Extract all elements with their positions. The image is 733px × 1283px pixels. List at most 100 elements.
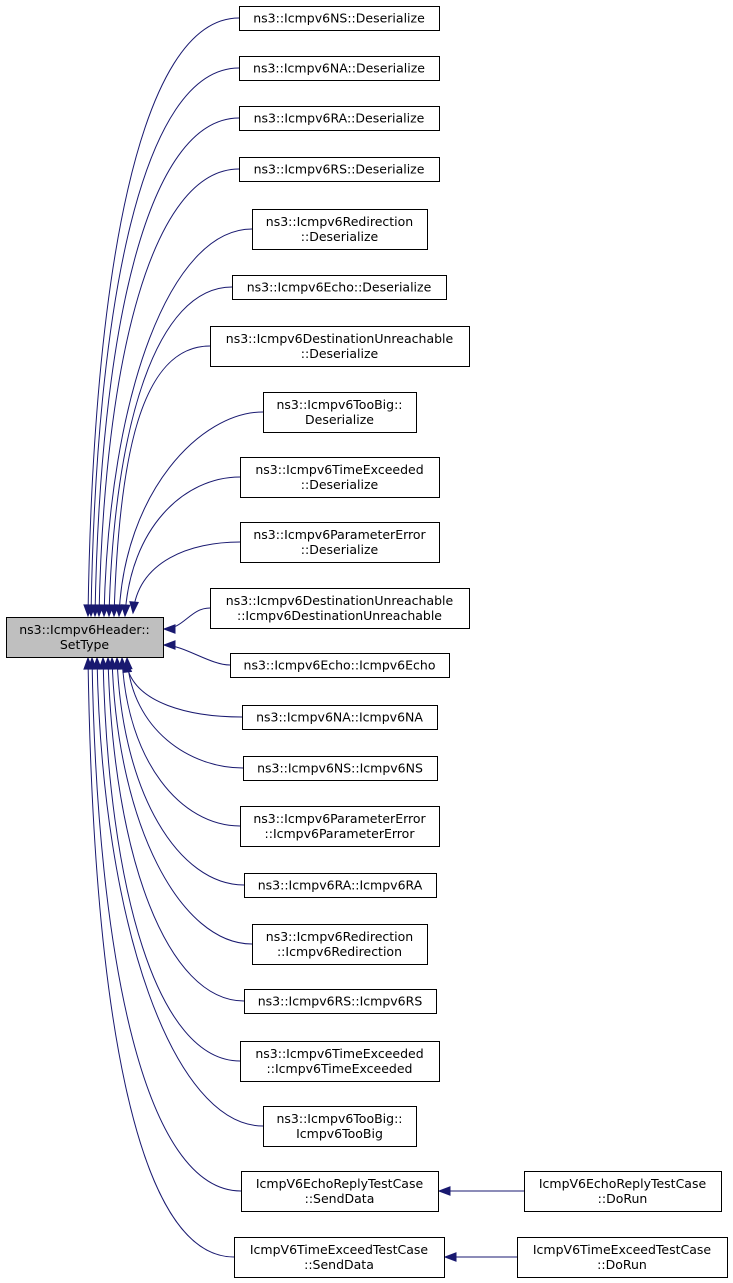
node-box (252, 209, 428, 250)
arrow-head (120, 604, 131, 618)
edge-timeex-ctor (102, 657, 241, 1062)
node-label: ns3::Icmpv6Echo::Icmpv6Echo (244, 658, 436, 673)
node-box (239, 157, 440, 182)
node-label: ::DoRun (597, 1257, 647, 1272)
node-box (244, 873, 437, 898)
node-label: IcmpV6EchoReplyTestCase (256, 1176, 424, 1191)
node-echo-deser[interactable]: ns3::Icmpv6Echo::Deserialize (232, 275, 447, 300)
edge-echo-deser (108, 286, 233, 617)
node-label: ns3::Icmpv6Echo::Deserialize (247, 280, 432, 295)
node-echoreply-send[interactable]: IcmpV6EchoReplyTestCase::SendData (241, 1171, 439, 1212)
node-box (240, 806, 440, 847)
node-box (263, 1106, 417, 1147)
node-ns-deser[interactable]: ns3::Icmpv6NS::Deserialize (239, 6, 440, 31)
node-timeex-deser[interactable]: ns3::Icmpv6TimeExceeded::Deserialize (240, 457, 440, 498)
node-box (210, 588, 470, 629)
node-label: IcmpV6TimeExceedTestCase (250, 1242, 429, 1257)
node-label: IcmpV6EchoReplyTestCase (539, 1176, 707, 1191)
node-box (240, 457, 440, 498)
node-box (239, 106, 440, 131)
node-label: ns3::Icmpv6NS::Icmpv6NS (257, 761, 423, 776)
node-box (243, 756, 438, 781)
node-label: ns3::Icmpv6TimeExceeded (255, 1046, 423, 1061)
node-timeexceed-run[interactable]: IcmpV6TimeExceedTestCase::DoRun (517, 1237, 728, 1278)
edge-dest-deser (113, 345, 211, 617)
node-label: ns3::Icmpv6ParameterError (253, 811, 426, 826)
node-echo-ctor[interactable]: ns3::Icmpv6Echo::Icmpv6Echo (230, 653, 450, 678)
edge-ns-ctor (126, 657, 244, 769)
node-label: ns3::Icmpv6NS::Deserialize (253, 11, 425, 26)
node-box (239, 6, 440, 31)
node-box (241, 1171, 439, 1212)
node-label: SetType (60, 637, 110, 652)
node-redir-deser[interactable]: ns3::Icmpv6Redirection::Deserialize (252, 209, 428, 250)
node-toobig-ctor[interactable]: ns3::Icmpv6TooBig::Icmpv6TooBig (263, 1106, 417, 1147)
node-box (239, 56, 440, 81)
node-label: ns3::Icmpv6Header:: (19, 622, 150, 637)
arrow-head (98, 656, 109, 670)
edge-paramerr-ctor (121, 657, 241, 827)
node-redir-ctor[interactable]: ns3::Icmpv6Redirection::Icmpv6Redirectio… (252, 924, 428, 965)
node-label: ::Icmpv6Redirection (277, 944, 402, 959)
node-na-ctor[interactable]: ns3::Icmpv6NA::Icmpv6NA (242, 705, 438, 730)
node-box (517, 1237, 728, 1278)
node-label: ns3::Icmpv6DestinationUnreachable (226, 331, 454, 346)
node-box (242, 705, 438, 730)
node-ns-ctor[interactable]: ns3::Icmpv6NS::Icmpv6NS (243, 756, 438, 781)
edge-ra-deser (94, 117, 240, 617)
edge-na-ctor (125, 660, 243, 718)
node-root[interactable]: ns3::Icmpv6Header::SetType (6, 617, 164, 658)
node-ra-deser[interactable]: ns3::Icmpv6RA::Deserialize (239, 106, 440, 131)
node-box (240, 522, 440, 563)
node-label: ::SendData (305, 1191, 375, 1206)
node-label: ::Deserialize (301, 229, 379, 244)
node-label: ::Icmpv6TimeExceeded (267, 1061, 413, 1076)
node-timeex-ctor[interactable]: ns3::Icmpv6TimeExceeded::Icmpv6TimeExcee… (240, 1041, 440, 1082)
node-label: ns3::Icmpv6RS::Icmpv6RS (258, 994, 423, 1009)
node-na-deser[interactable]: ns3::Icmpv6NA::Deserialize (239, 56, 440, 81)
node-rs-deser[interactable]: ns3::Icmpv6RS::Deserialize (239, 157, 440, 182)
edge-timeexceed-send (87, 657, 235, 1258)
edge-redir-ctor (111, 657, 253, 945)
node-label: IcmpV6TimeExceedTestCase (533, 1242, 712, 1257)
node-box (210, 326, 470, 367)
edge-rs-deser (98, 168, 240, 617)
node-label: ns3::Icmpv6TooBig:: (276, 1111, 402, 1126)
node-label: ns3::Icmpv6RS::Deserialize (254, 162, 425, 177)
node-label: ::SendData (304, 1257, 374, 1272)
node-box (244, 989, 437, 1014)
node-label: ::Deserialize (301, 346, 379, 361)
node-label: ::DoRun (598, 1191, 648, 1206)
edge-echoreply-send (91, 657, 242, 1192)
node-label: ns3::Icmpv6ParameterError (253, 527, 426, 542)
node-box (230, 653, 450, 678)
node-rs-ctor[interactable]: ns3::Icmpv6RS::Icmpv6RS (244, 989, 437, 1014)
edge-redir-deser (103, 228, 253, 617)
node-dest-ctor[interactable]: ns3::Icmpv6DestinationUnreachable::Icmpv… (210, 588, 470, 629)
node-box (234, 1237, 445, 1278)
arrow-head (443, 1252, 457, 1262)
node-timeexceed-send[interactable]: IcmpV6TimeExceedTestCase::SendData (234, 1237, 445, 1278)
arrow-head (437, 1186, 451, 1196)
node-echoreply-run[interactable]: IcmpV6EchoReplyTestCase::DoRun (524, 1171, 722, 1212)
node-toobig-deser[interactable]: ns3::Icmpv6TooBig::Deserialize (263, 392, 417, 433)
node-ra-ctor[interactable]: ns3::Icmpv6RA::Icmpv6RA (244, 873, 437, 898)
edge-timeex-deser (124, 476, 241, 617)
edge-ra-ctor (116, 657, 245, 886)
arrow-head (162, 640, 176, 650)
node-label: ::Icmpv6DestinationUnreachable (237, 608, 442, 623)
call-nodes: ns3::Icmpv6Header::SetTypens3::Icmpv6NS:… (6, 6, 728, 1278)
node-label: ns3::Icmpv6TimeExceeded (255, 462, 423, 477)
arrow-head (114, 604, 125, 618)
node-paramerr-ctor[interactable]: ns3::Icmpv6ParameterError::Icmpv6Paramet… (240, 806, 440, 847)
node-paramerr-deser[interactable]: ns3::Icmpv6ParameterError::Deserialize (240, 522, 440, 563)
arrow-head (162, 624, 176, 634)
node-label: ns3::Icmpv6Redirection (266, 214, 413, 229)
node-dest-deser[interactable]: ns3::Icmpv6DestinationUnreachable::Deser… (210, 326, 470, 367)
node-label: ::Deserialize (301, 477, 379, 492)
arrow-head (129, 601, 139, 615)
edge-ns-deser (87, 17, 240, 617)
node-box (6, 617, 164, 658)
arrow-head (83, 656, 94, 670)
